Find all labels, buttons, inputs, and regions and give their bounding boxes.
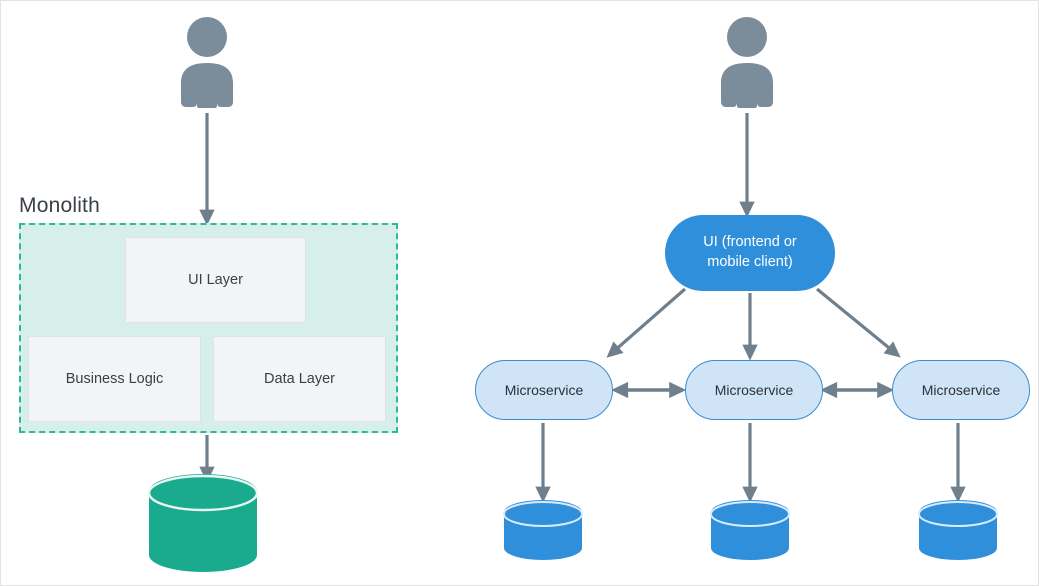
database-cylinder-icon-service-2 <box>710 500 790 560</box>
arrow-ui-to-microservice-1 <box>606 287 687 358</box>
database-cylinder-icon-monolith <box>147 474 259 572</box>
microservice-node-1[interactable]: Microservice <box>475 360 613 420</box>
monolith-title: Monolith <box>19 194 100 217</box>
arrow-ui-to-microservice-3 <box>815 287 901 358</box>
ui-client-label-line-2: mobile client) <box>707 254 793 270</box>
microservice-node-2[interactable]: Microservice <box>685 360 823 420</box>
ui-client-label-line-1: UI (frontend or <box>703 234 797 251</box>
person-icon-microservices <box>721 17 773 108</box>
monolith-layer-ui[interactable]: UI Layer <box>125 237 306 323</box>
person-icon-monolith <box>181 17 233 108</box>
ui-client-node[interactable]: UI (frontend or mobile client) <box>665 215 835 291</box>
database-cylinder-icon-service-1 <box>503 500 583 560</box>
monolith-layer-business-logic[interactable]: Business Logic <box>28 336 201 422</box>
monolith-layer-data[interactable]: Data Layer <box>213 336 386 422</box>
database-cylinder-icon-service-3 <box>918 500 998 560</box>
microservice-node-3[interactable]: Microservice <box>892 360 1030 420</box>
